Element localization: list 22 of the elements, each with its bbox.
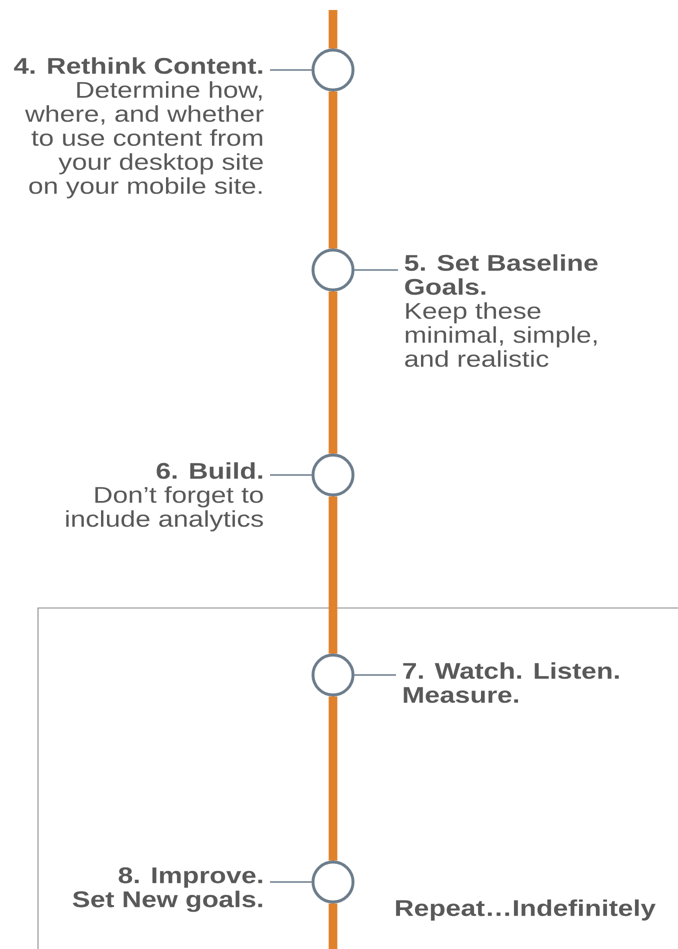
timeline-circle <box>312 48 354 92</box>
timeline-segment <box>328 10 338 49</box>
step-description: 5. Set Baseline Goals. Keep these minimal, simple, and realistic <box>404 254 598 367</box>
timeline-circle <box>312 454 354 496</box>
leader-line <box>354 674 396 676</box>
timeline-segment <box>328 496 338 654</box>
timeline-circle <box>312 248 354 292</box>
timeline-segment <box>328 291 338 454</box>
timeline-circle <box>312 654 354 696</box>
timeline-segment <box>328 903 338 949</box>
repeat-note: Repeat…Indefinitely <box>396 899 656 921</box>
timeline-circle <box>312 860 354 904</box>
timeline-segment <box>328 91 338 249</box>
leader-line <box>270 474 312 476</box>
step-description: 8. Improve. Set New goals. <box>72 867 262 912</box>
leader-line <box>270 881 312 883</box>
step-description: 4. Rethink Content. Determine how, where, and whether to use content from your desktop site on your mobile site. <box>14 57 264 198</box>
timeline-segment <box>328 696 338 861</box>
step-description: 6. Build. Don’t forget to include analytics <box>66 462 263 532</box>
leader-line <box>354 269 398 271</box>
step-description: 7. Watch. Listen. Measure. <box>403 662 619 703</box>
leader-line <box>270 69 312 71</box>
